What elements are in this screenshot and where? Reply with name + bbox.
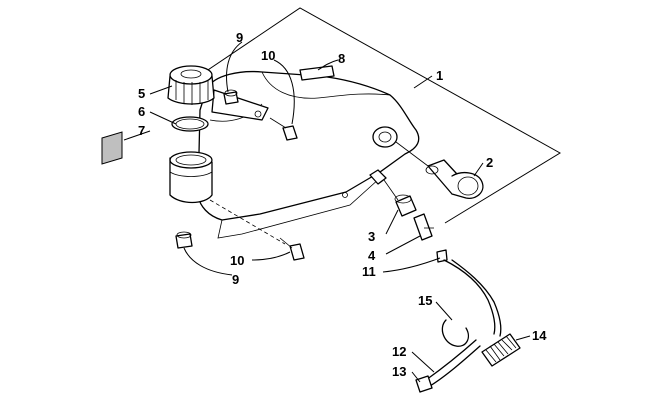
nut-upper xyxy=(223,89,239,105)
callout-1: 1 xyxy=(436,68,443,83)
filler-neck xyxy=(169,151,213,204)
callout-13: 13 xyxy=(392,364,406,379)
callout-3: 3 xyxy=(368,229,375,244)
callout-10-lower: 10 xyxy=(230,253,244,268)
callout-8: 8 xyxy=(338,51,345,66)
callout-9-lower: 9 xyxy=(232,272,239,287)
callout-9-upper: 9 xyxy=(236,30,243,45)
hose-clip xyxy=(441,319,470,347)
drain-hose xyxy=(425,339,481,387)
fuel-cap xyxy=(167,65,215,105)
leader-lines xyxy=(123,41,531,383)
valve-axis-line xyxy=(395,141,429,167)
callout-15: 15 xyxy=(418,293,432,308)
callout-5: 5 xyxy=(138,86,145,101)
callout-6: 6 xyxy=(138,104,145,119)
fuel-valve xyxy=(425,159,484,199)
callout-4: 4 xyxy=(368,248,376,263)
hose-end-fitting xyxy=(415,375,433,393)
callout-14: 14 xyxy=(532,328,547,343)
outlet-fitting xyxy=(394,194,417,217)
decal-label xyxy=(101,131,123,165)
bolt-lower xyxy=(279,237,305,261)
bolt-upper xyxy=(269,117,298,141)
callout-7: 7 xyxy=(138,123,145,138)
fuel-line xyxy=(443,259,502,337)
bolt-axis-line xyxy=(209,199,286,245)
fuel-tank xyxy=(197,70,420,239)
callout-labels: 1 2 3 4 5 6 7 8 9 9 10 10 11 12 13 14 15 xyxy=(138,30,547,379)
callout-2: 2 xyxy=(486,155,493,170)
callout-10-upper: 10 xyxy=(261,48,275,63)
hose-barb xyxy=(413,213,434,241)
assembly-bracket-1 xyxy=(189,7,561,224)
callout-11: 11 xyxy=(362,264,376,279)
spring-guard xyxy=(481,333,521,367)
nut-lower xyxy=(175,231,193,249)
callout-12: 12 xyxy=(392,344,406,359)
